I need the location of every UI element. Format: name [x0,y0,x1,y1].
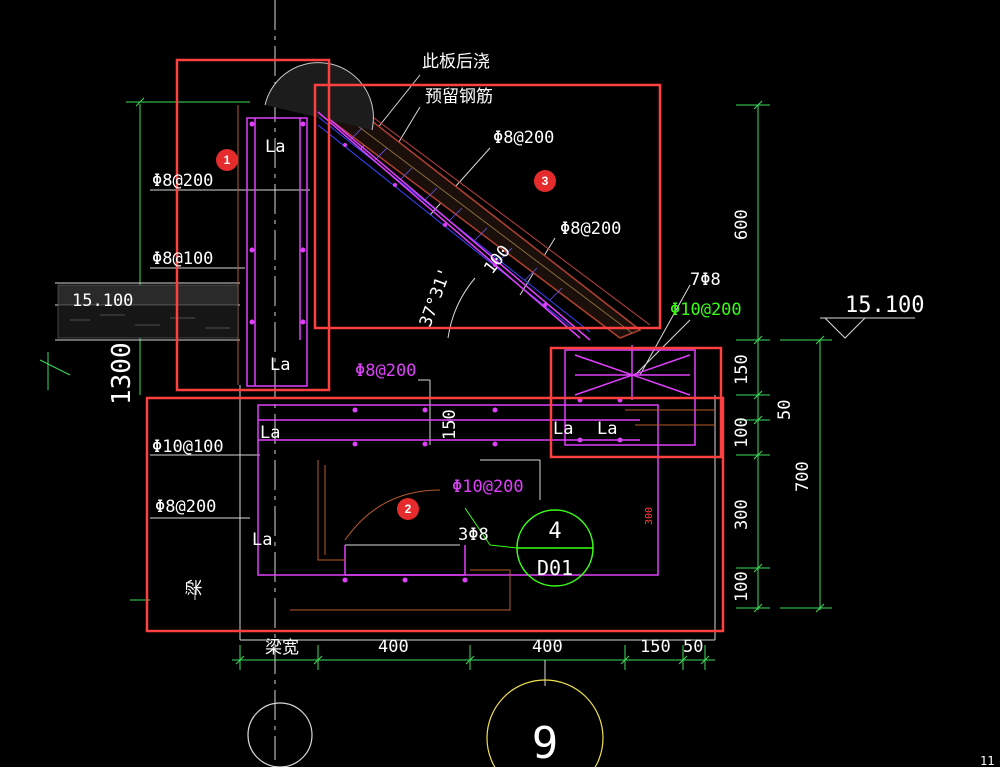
corner-label: 11 [980,754,994,767]
detail-ref: D01 [537,556,573,580]
dimension-lines [39,97,832,670]
label-dim-1300: 1300 [107,342,137,405]
elevation-right: 15.100 [845,293,924,318]
note-post-cast: 此板后浇 [422,52,490,72]
label-3phi8: 3Φ8 [458,525,489,545]
highlight-box-corner [549,346,723,459]
badge-1: 1 [216,149,238,171]
label-angle: 37°31' [416,265,456,330]
dim-300-red: 300 [644,507,655,525]
axis-number: 9 [532,718,559,767]
svg-text:3: 3 [542,174,549,188]
detail-bubble [464,507,594,587]
detail-number: 4 [548,519,561,544]
label-beam-width: 梁宽 [265,638,299,658]
svg-text:2: 2 [405,502,412,516]
dim-600: 600 [732,209,752,240]
label-phi8-200-wall: Φ8@200 [152,171,213,191]
dim-150-bottom: 150 [640,637,671,657]
dim-150-beam: 150 [440,409,460,440]
rebar-lines [246,111,696,576]
dim-100b-right: 100 [732,571,752,602]
label-la-6: La [597,419,617,439]
elevation-left: 15.100 [72,291,133,311]
label-phi8-200-roof: Φ8@200 [493,128,554,148]
highlight-box-3 [313,83,662,330]
label-la-1: La [265,137,285,157]
label-la-4: La [252,530,272,550]
highlight-box-1 [175,58,331,392]
dim-50-right: 50 [775,400,795,420]
label-la-2: La [270,355,290,375]
dim-400b: 400 [532,637,563,657]
dim-100a-right: 100 [732,417,752,448]
label-phi8-100: Φ8@100 [152,249,213,269]
dim-150-right: 150 [732,354,752,385]
label-phi10-100: Φ10@100 [152,437,224,457]
badge-3: 3 [534,170,556,192]
highlight-boxes [145,58,725,633]
label-phi8-200-roof-2: Φ8@200 [560,219,621,239]
concrete-outline [237,105,715,611]
svg-text:1: 1 [224,153,231,167]
badge-2: 2 [397,498,419,520]
label-phi8-200-stirrup: Φ8@200 [355,361,416,381]
label-phi10-200-corner: Φ10@200 [670,300,742,320]
rebar-dots [249,121,623,583]
highlight-box-2 [145,396,725,633]
note-reserved-rebar: 预留钢筋 [425,87,493,107]
dim-400a: 400 [378,637,409,657]
sloped-roof [264,62,651,339]
label-beam: 梁 [185,579,205,596]
label-phi10-200-beam: Φ10@200 [452,477,524,497]
label-7phi8: 7Φ8 [690,270,721,290]
dim-50-bottom: 50 [683,637,703,657]
dim-300-right: 300 [732,499,752,530]
left-slab [57,284,239,339]
label-la-3: La [260,423,280,443]
axis-bubbles [247,679,604,767]
label-la-5: La [553,419,573,439]
leader-lines [55,0,915,760]
dim-700: 700 [793,461,813,492]
label-phi8-200-beam: Φ8@200 [155,497,216,517]
